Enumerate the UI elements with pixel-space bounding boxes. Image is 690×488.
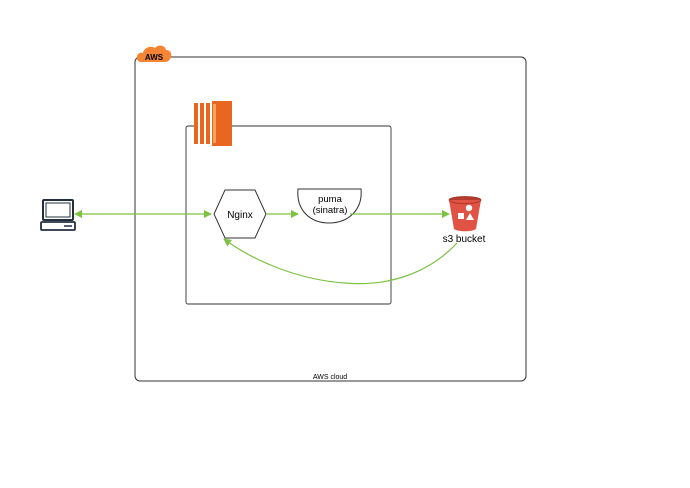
ec2-instance-group (185, 101, 392, 305)
aws-cloud-badge: AWS (145, 53, 164, 62)
aws-cloud-icon: AWS (136, 45, 172, 62)
nginx-node: Nginx (213, 189, 267, 239)
nginx-label: Nginx (227, 210, 253, 221)
puma-label-line2: (sinatra) (313, 205, 348, 216)
s3-nginx-return-connection (223, 238, 458, 285)
s3-bucket-icon (448, 196, 482, 232)
ec2-instance-icon (194, 101, 232, 146)
s3-bucket-label: s3 bucket (443, 234, 486, 245)
laptop-icon (40, 199, 76, 231)
puma-node: puma (sinatra) (297, 188, 362, 224)
aws-cloud-group: AWS AWS cloud (134, 45, 527, 382)
aws-cloud-label: AWS cloud (313, 374, 347, 381)
puma-label-line1: puma (318, 194, 342, 205)
s3-bucket-node: s3 bucket (443, 196, 486, 245)
aws-cloud-border (134, 56, 527, 382)
